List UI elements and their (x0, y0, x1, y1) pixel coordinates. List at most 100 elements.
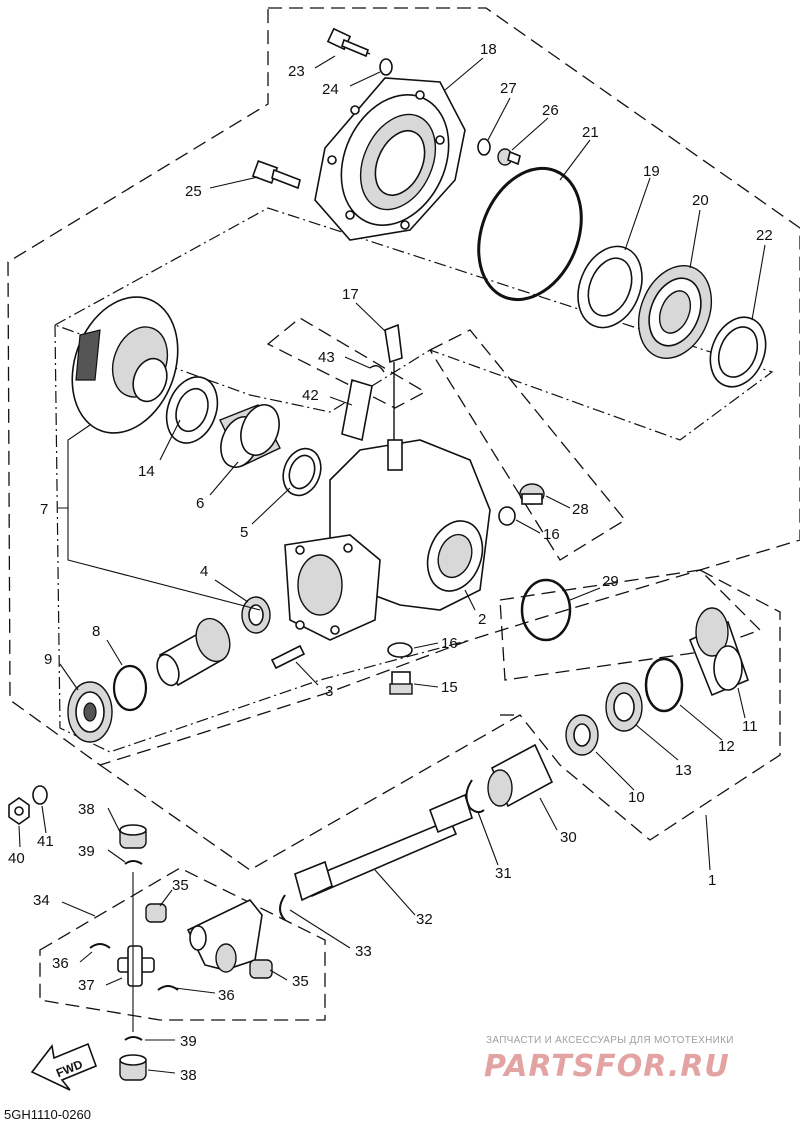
callout-numbers: 23 24 18 27 26 21 19 20 22 25 17 43 42 1… (8, 41, 773, 1084)
shim-22 (709, 316, 767, 388)
leader-lines (18, 55, 766, 1074)
callout-8: 8 (92, 623, 100, 640)
nut-40 (8, 797, 30, 825)
stud-bolt-3 (270, 644, 306, 670)
circlip-31 (465, 779, 485, 814)
bearing-10 (565, 714, 599, 756)
clip-43 (369, 365, 385, 373)
callout-22: 22 (756, 227, 773, 244)
plug-28 (519, 483, 545, 505)
callout-31: 31 (495, 865, 512, 882)
circlip-36-left (89, 943, 111, 949)
flange-bolt-23 (326, 27, 371, 58)
callout-36-left: 36 (52, 955, 69, 972)
bearing-35-upper (145, 903, 167, 923)
parts (8, 27, 767, 1081)
shim-5 (282, 447, 322, 497)
callout-4: 4 (200, 563, 208, 580)
oil-seal-19 (577, 245, 643, 329)
thrust-washer-14 (165, 376, 219, 444)
pin-42 (341, 378, 373, 442)
callout-1: 1 (708, 872, 716, 889)
oil-seal-13 (605, 682, 643, 732)
washer-16-upper (498, 506, 516, 526)
watermark-brand-logo: PARTSFOR.RU (484, 1049, 730, 1084)
plug-group-outline (429, 329, 626, 561)
callout-42: 42 (302, 387, 319, 404)
callout-3: 3 (325, 683, 333, 700)
pin-group-outline (266, 317, 427, 409)
callout-38-bottom: 38 (180, 1067, 197, 1084)
universal-joint-outline (39, 867, 326, 1021)
callout-16-upper: 16 (543, 526, 560, 543)
washer-24 (379, 58, 393, 76)
circlip-39-top (124, 860, 143, 865)
callout-7: 7 (40, 501, 48, 518)
callout-13: 13 (675, 762, 692, 779)
washer-41 (32, 785, 48, 805)
callout-12: 12 (718, 738, 735, 755)
main-assembly-outline (7, 7, 800, 766)
spider-cross-37 (117, 945, 155, 987)
callout-25: 25 (185, 183, 202, 200)
breather-17 (384, 323, 403, 460)
circlip-33 (279, 894, 286, 921)
callout-35-upper: 35 (172, 877, 189, 894)
sleeve-30 (487, 743, 554, 808)
callout-34: 34 (33, 892, 50, 909)
washer-16-lower (387, 642, 413, 658)
ring-gear-7 (71, 296, 179, 434)
circlip-39-bottom (124, 1036, 143, 1041)
bearing-9 (67, 681, 113, 743)
flange-bolt-25 (251, 160, 301, 190)
gear-case-2 (284, 439, 491, 641)
screw-26 (497, 148, 521, 166)
watermark: ЗАПЧАСТИ И АКСЕССУАРЫ ДЛЯ МОТОТЕХНИКИ PA… (484, 1035, 734, 1084)
callout-30: 30 (560, 829, 577, 846)
o-ring-29 (520, 578, 572, 642)
callout-20: 20 (692, 192, 709, 209)
callout-10: 10 (628, 789, 645, 806)
pinion-subassembly-outline (54, 324, 471, 753)
callout-32: 32 (416, 911, 433, 928)
drive-shaft-32 (294, 793, 473, 902)
callout-11: 11 (742, 718, 758, 735)
washer-27 (477, 138, 491, 156)
o-ring-8 (112, 664, 148, 712)
callout-29: 29 (602, 573, 619, 590)
bearing-20 (638, 265, 712, 359)
circlip-36-right (157, 985, 179, 991)
needle-bearing-6 (219, 404, 281, 468)
bearing-housing-part (314, 77, 466, 241)
callout-27: 27 (500, 80, 517, 97)
bearing-cup-38-bottom (119, 1054, 147, 1081)
bearing-4 (241, 596, 271, 634)
callout-17: 17 (342, 286, 359, 303)
callout-9: 9 (44, 651, 52, 668)
callout-40: 40 (8, 850, 25, 867)
o-ring-21 (477, 166, 583, 302)
diagram-code: 5GH1110-0260 (4, 1107, 91, 1122)
callout-19: 19 (643, 163, 660, 180)
callout-14: 14 (138, 463, 155, 480)
callout-28: 28 (572, 501, 589, 518)
drain-bolt-15 (389, 671, 413, 695)
callout-35-lower: 35 (292, 973, 309, 990)
coupling-11 (688, 607, 750, 697)
watermark-tagline: ЗАПЧАСТИ И АКСЕССУАРЫ ДЛЯ МОТОТЕХНИКИ (486, 1035, 734, 1046)
o-ring-12 (644, 657, 684, 713)
callout-16-lower: 16 (441, 635, 458, 652)
callout-39-bottom: 39 (180, 1033, 197, 1050)
callout-43: 43 (318, 349, 335, 366)
forward-direction-arrow: FWD (30, 1042, 98, 1091)
callout-37: 37 (78, 977, 95, 994)
callout-5: 5 (240, 524, 248, 541)
callout-26: 26 (542, 102, 559, 119)
callout-39-top: 39 (78, 843, 95, 860)
callout-18: 18 (480, 41, 497, 58)
callout-33: 33 (355, 943, 372, 960)
callout-24: 24 (322, 81, 339, 98)
callout-15: 15 (441, 679, 458, 696)
callout-23: 23 (288, 63, 305, 80)
